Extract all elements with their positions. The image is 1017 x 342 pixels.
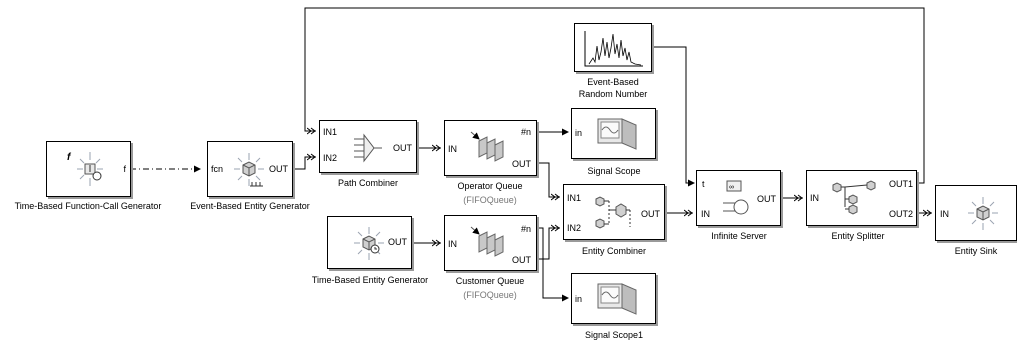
port-out: OUT xyxy=(757,194,776,204)
svg-text:∞: ∞ xyxy=(729,184,734,191)
operator-queue-sublabel: (FIFOQueue) xyxy=(463,195,517,205)
entity-line xyxy=(537,162,560,197)
port-out1: OUT1 xyxy=(888,179,913,189)
port-out-f: f xyxy=(123,164,126,174)
event-based-random-number-label: Event-Based xyxy=(587,77,639,87)
port-in1: IN1 xyxy=(323,127,338,137)
function-call-generator-icon: f xyxy=(67,152,103,186)
entity-line xyxy=(293,157,316,170)
time-based-function-call-generator-block[interactable]: f f xyxy=(46,141,131,197)
port-out: OUT xyxy=(393,143,412,153)
event-based-entity-generator-label: Event-Based Entity Generator xyxy=(190,201,310,211)
port-in: IN xyxy=(810,193,819,203)
entity-generator-icon xyxy=(234,153,264,187)
svg-text:f: f xyxy=(67,152,72,163)
customer-queue-label: Customer Queue xyxy=(455,276,525,286)
signal-scope1-block[interactable]: in xyxy=(571,273,656,324)
entity-splitter-block[interactable]: IN OUT1 OUT2 xyxy=(806,170,917,226)
infinite-server-label: Infinite Server xyxy=(711,231,767,241)
fifo-queue-icon xyxy=(470,131,504,162)
path-combiner-icon xyxy=(354,133,382,163)
port-in2: IN2 xyxy=(567,223,582,233)
port-out: OUT xyxy=(269,164,288,174)
event-based-random-number-label2: Random Number xyxy=(578,89,648,99)
random-number-plot-icon xyxy=(584,31,643,67)
entity-splitter-label: Entity Splitter xyxy=(831,231,885,241)
entity-sink-block[interactable]: IN xyxy=(935,185,1017,241)
event-based-random-number-block[interactable] xyxy=(574,23,652,72)
port-in1: IN1 xyxy=(567,193,582,203)
customer-queue-block[interactable]: IN #n OUT xyxy=(444,215,537,271)
time-based-entity-generator-block[interactable]: OUT xyxy=(327,216,412,269)
operator-queue-label: Operator Queue xyxy=(457,181,523,191)
event-based-entity-generator-block[interactable]: fcn OUT xyxy=(207,141,293,197)
port-in: IN xyxy=(701,209,710,219)
scope-icon xyxy=(597,118,637,150)
signal-line xyxy=(535,227,569,302)
signal-scope-label: Signal Scope xyxy=(587,166,641,176)
port-in-fcn: fcn xyxy=(211,164,224,174)
feedback-line xyxy=(304,7,925,184)
server-icon: ∞ xyxy=(723,180,749,215)
port-in: in xyxy=(575,294,583,304)
port-in: IN xyxy=(940,209,949,219)
scope-icon xyxy=(597,283,637,315)
fifo-queue-icon xyxy=(470,226,504,257)
customer-queue-sublabel: (FIFOQueue) xyxy=(463,290,517,300)
entity-sink-icon xyxy=(968,197,998,230)
entity-combiner-block[interactable]: IN1 IN2 OUT xyxy=(563,184,665,240)
signal-line xyxy=(652,46,695,187)
operator-queue-block[interactable]: IN #n OUT xyxy=(444,120,537,176)
entity-generator-clock-icon xyxy=(354,227,384,260)
port-out: OUT xyxy=(388,237,407,247)
port-in: IN xyxy=(448,144,457,154)
path-combiner-block[interactable]: IN1 IN2 OUT xyxy=(319,120,417,173)
port-t: t xyxy=(702,179,705,189)
port-n: #n xyxy=(520,127,531,137)
path-combiner-label: Path Combiner xyxy=(337,178,399,188)
entity-combiner-icon xyxy=(595,196,631,229)
port-in: IN xyxy=(448,239,457,249)
signal-scope-block[interactable]: in xyxy=(571,108,656,159)
entity-combiner-label: Entity Combiner xyxy=(581,246,647,256)
port-out: OUT xyxy=(641,209,660,219)
time-based-entity-generator-label: Time-Based Entity Generator xyxy=(311,275,429,285)
port-in: in xyxy=(575,128,583,138)
time-based-function-call-generator-label: Time-Based Function-Call Generator xyxy=(14,201,162,211)
port-n: #n xyxy=(520,224,531,234)
entity-splitter-icon xyxy=(832,180,876,215)
port-out: OUT xyxy=(512,159,531,169)
port-in2: IN2 xyxy=(323,153,338,163)
port-out: OUT xyxy=(512,255,531,265)
port-out2: OUT2 xyxy=(888,209,913,219)
infinite-server-block[interactable]: t IN ∞ OUT xyxy=(696,170,781,226)
signal-scope1-label: Signal Scope1 xyxy=(584,330,644,340)
entity-sink-label: Entity Sink xyxy=(954,246,998,256)
entity-line xyxy=(537,228,560,260)
